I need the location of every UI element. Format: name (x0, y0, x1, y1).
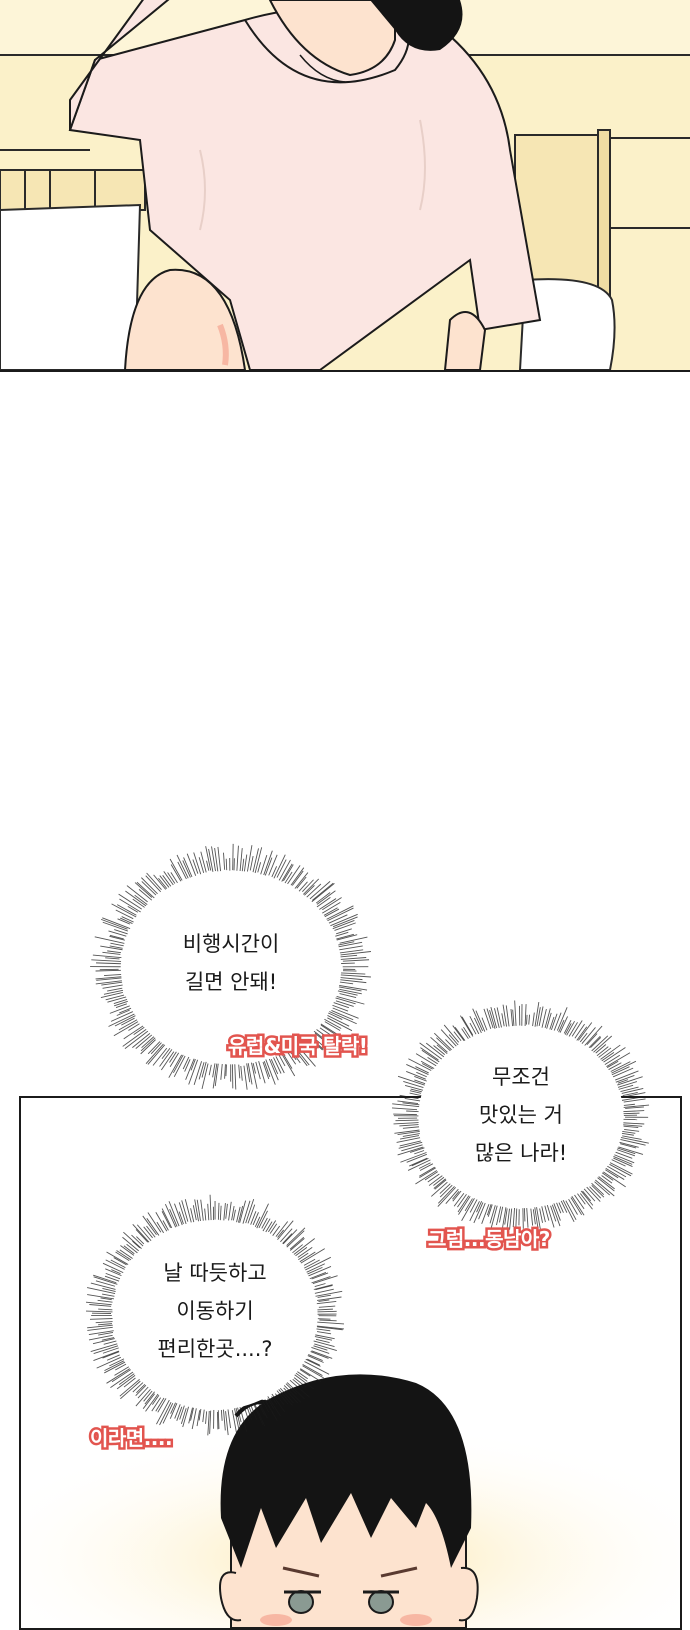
bubble-line: 이동하기 (86, 1292, 344, 1330)
caption-southeast-asia: 그럼...동남아? (428, 1223, 550, 1252)
bubble-line: 맛있는 거 (392, 1096, 650, 1134)
thought-bubble-flight-time: 비행시간이 길면 안돼! (90, 835, 372, 1100)
top-comic-panel (0, 0, 690, 372)
thought-bubble-text: 날 따듯하고 이동하기 편리한곳....? (86, 1254, 344, 1368)
bubble-line: 길면 안돼! (90, 963, 372, 1001)
thought-bubble-text: 무조건 맛있는 거 많은 나라! (392, 1058, 650, 1172)
bedroom-scene-illustration (0, 0, 690, 370)
caption-europe-america-out: 유럽&미국 탈락! (228, 1030, 367, 1059)
bubble-line: 무조건 (392, 1058, 650, 1096)
bubble-line: 편리한곳....? (86, 1330, 344, 1368)
bubble-line: 많은 나라! (392, 1134, 650, 1172)
bubble-line: 날 따듯하고 (86, 1254, 344, 1292)
thought-bubble-tasty-food: 무조건 맛있는 거 많은 나라! (392, 998, 650, 1236)
thought-bubble-warm-convenient: 날 따듯하고 이동하기 편리한곳....? (86, 1192, 344, 1438)
caption-if-so: 이라면.... (90, 1422, 172, 1451)
thought-bubble-text: 비행시간이 길면 안돼! (90, 925, 372, 1001)
bubble-line: 비행시간이 (90, 925, 372, 963)
